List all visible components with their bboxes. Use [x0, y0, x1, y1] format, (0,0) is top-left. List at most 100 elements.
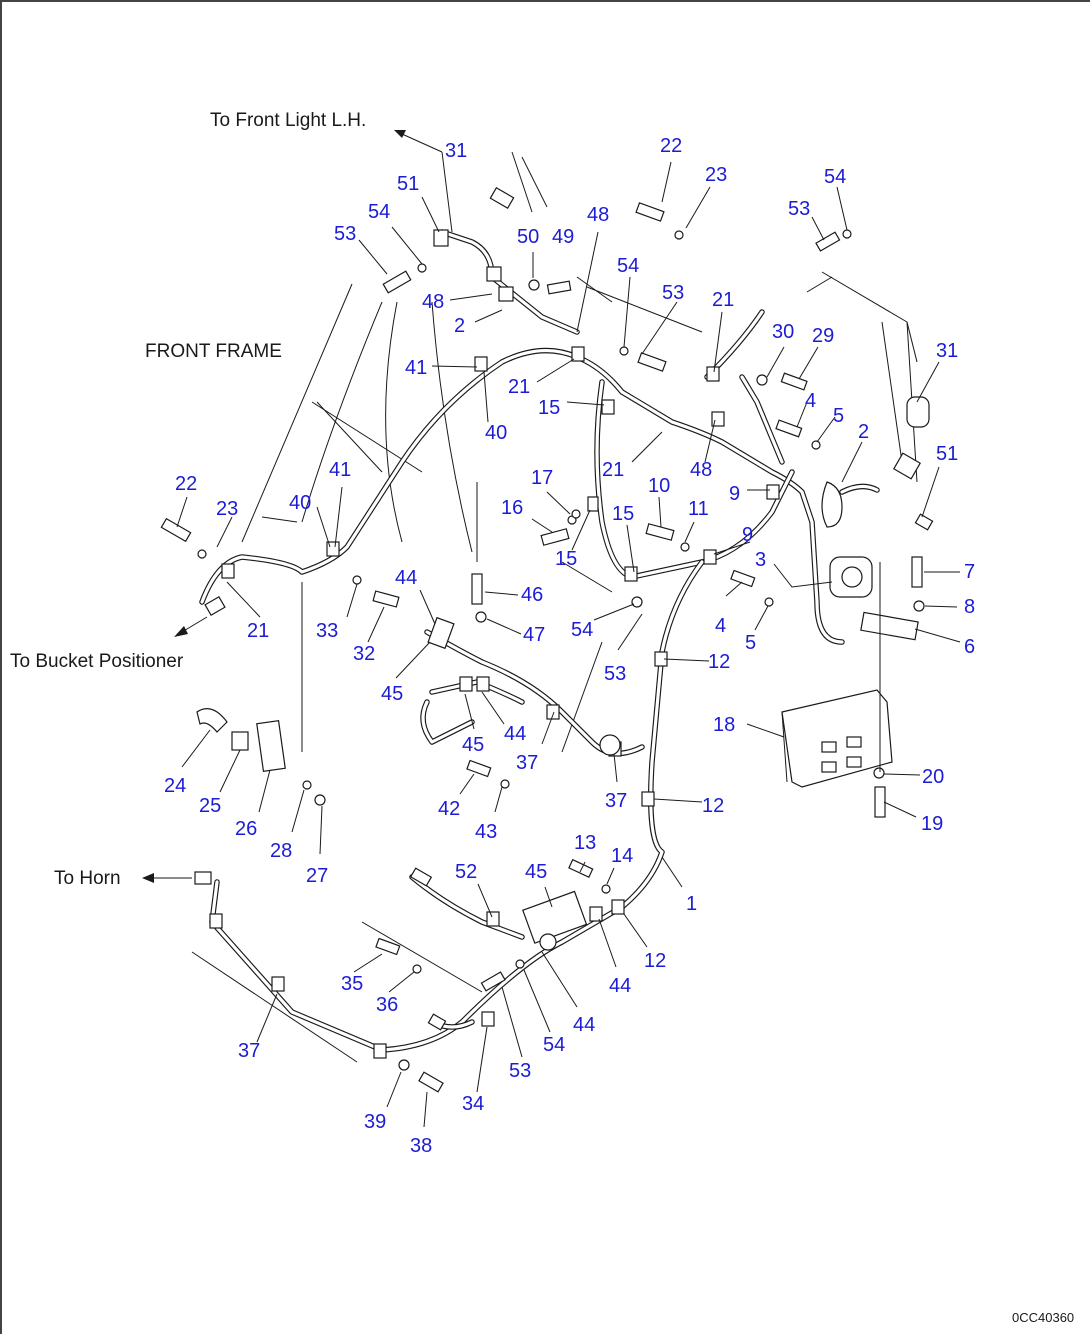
captions: To Front Light L.H. FRONT FRAME To Bucke… [10, 110, 1074, 1325]
callout: 5 [745, 632, 756, 654]
callout: 43 [475, 821, 497, 843]
callout: 34 [462, 1093, 484, 1115]
callout: 21 [712, 289, 734, 311]
callout: 3 [755, 549, 766, 571]
callout: 29 [812, 325, 834, 347]
callout: 54 [543, 1034, 565, 1056]
callout: 54 [368, 201, 390, 223]
callout: 13 [574, 832, 596, 854]
callout: 45 [462, 734, 484, 756]
callout: 15 [612, 503, 634, 525]
callout: 48 [587, 204, 609, 226]
callout: 52 [455, 861, 477, 883]
arrow-head-front-light [394, 130, 406, 138]
callout: 4 [805, 390, 816, 412]
callout: 44 [609, 975, 631, 997]
callout: 45 [381, 683, 403, 705]
callout: 46 [521, 584, 543, 606]
callout: 44 [504, 723, 526, 745]
callout: 41 [405, 357, 427, 379]
callout: 44 [573, 1014, 595, 1036]
callout: 33 [316, 620, 338, 642]
callout: 41 [329, 459, 351, 481]
callout: 31 [936, 340, 958, 362]
caption-horn: To Horn [54, 868, 121, 889]
callout-numbers: 31 51 54 53 48 2 50 49 48 22 23 54 53 54… [164, 135, 975, 1157]
callout: 4 [715, 615, 726, 637]
front-frame-outline [191, 151, 918, 1063]
callout: 12 [702, 795, 724, 817]
callout: 12 [644, 950, 666, 972]
arrow-head-horn [142, 873, 154, 883]
callout: 10 [648, 475, 670, 497]
leader-lines [176, 151, 961, 1128]
callout: 48 [422, 291, 444, 313]
callout: 23 [216, 498, 238, 520]
callout: 17 [531, 467, 553, 489]
callout: 37 [238, 1040, 260, 1062]
callout: 53 [604, 663, 626, 685]
callout: 39 [364, 1111, 386, 1133]
callout: 25 [199, 795, 221, 817]
callout: 11 [688, 498, 709, 520]
callout: 40 [289, 492, 311, 514]
callout: 23 [705, 164, 727, 186]
callout: 16 [501, 497, 523, 519]
direction-arrows [142, 130, 443, 883]
callout: 53 [334, 223, 356, 245]
callout: 2 [454, 315, 465, 337]
callout: 2 [858, 421, 869, 443]
callout: 54 [571, 619, 593, 641]
callout: 47 [523, 624, 545, 646]
figure-code: 0CC40360 [1012, 1310, 1074, 1325]
callout: 5 [833, 405, 844, 427]
callout: 49 [552, 226, 574, 248]
callout: 28 [270, 840, 292, 862]
arrow-head-bucket-positioner [174, 626, 188, 637]
callout: 40 [485, 422, 507, 444]
callout: 18 [713, 714, 735, 736]
callout: 21 [508, 376, 530, 398]
callout: 14 [611, 845, 633, 867]
callout: 26 [235, 818, 257, 840]
callout: 36 [376, 994, 398, 1016]
callout: 42 [438, 798, 460, 820]
caption-front-frame: FRONT FRAME [145, 341, 282, 362]
callout: 21 [602, 459, 624, 481]
callout: 54 [824, 166, 846, 188]
callout: 53 [788, 198, 810, 220]
callout: 37 [605, 790, 627, 812]
callout: 53 [509, 1060, 531, 1082]
callout: 35 [341, 973, 363, 995]
callout: 51 [397, 173, 419, 195]
callout: 45 [525, 861, 547, 883]
callout: 38 [410, 1135, 432, 1157]
callout: 51 [936, 443, 958, 465]
callout: 32 [353, 643, 375, 665]
callout: 15 [555, 548, 577, 570]
caption-bucket-positioner: To Bucket Positioner [10, 651, 184, 672]
callout: 22 [660, 135, 682, 157]
callout: 6 [964, 636, 975, 658]
callout: 37 [516, 752, 538, 774]
callout: 27 [306, 865, 328, 887]
callout: 7 [964, 561, 975, 583]
hardware-parts [160, 186, 934, 1093]
callout: 9 [729, 483, 740, 505]
callout: 53 [662, 282, 684, 304]
callout: 1 [686, 893, 697, 915]
callout: 8 [964, 596, 975, 618]
callout: 15 [538, 397, 560, 419]
callout: 21 [247, 620, 269, 642]
callout: 54 [617, 255, 639, 277]
callout: 30 [772, 321, 794, 343]
caption-front-light: To Front Light L.H. [210, 110, 366, 131]
callout: 20 [922, 766, 944, 788]
callout: 9 [742, 524, 753, 546]
callout: 48 [690, 459, 712, 481]
callout: 12 [708, 651, 730, 673]
callout: 31 [445, 140, 467, 162]
callout: 19 [921, 813, 943, 835]
